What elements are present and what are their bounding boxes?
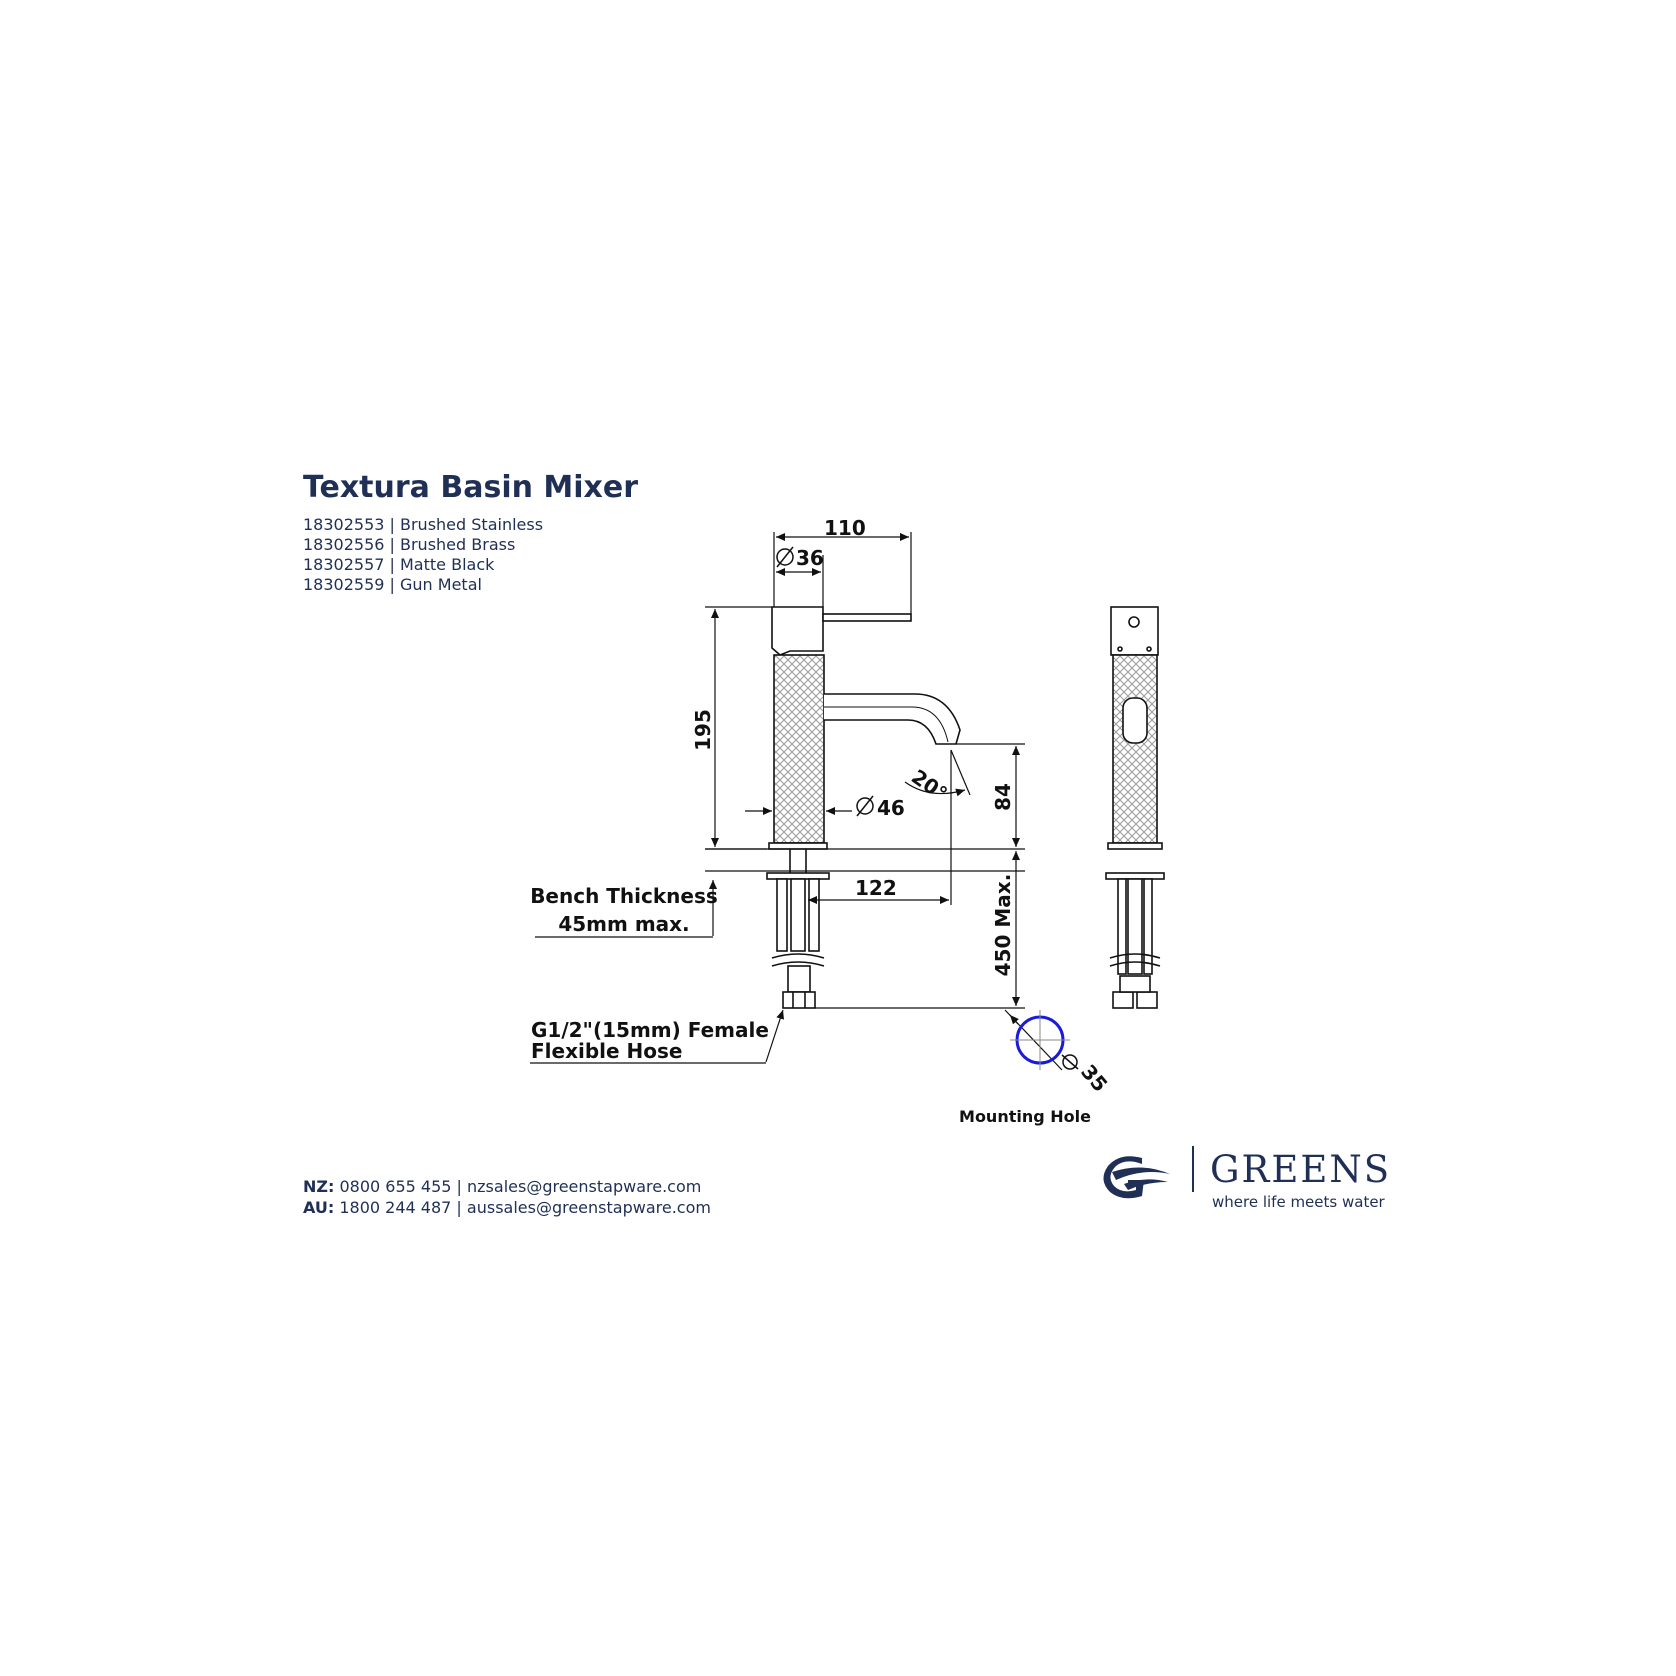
variant-item: 18302556 | Brushed Brass — [303, 535, 516, 554]
backnut — [766, 872, 830, 880]
contact-block: NZ: 0800 655 455 | nzsales@greenstapware… — [303, 1176, 711, 1218]
bench-note-line2: 45mm max. — [558, 912, 689, 936]
brand-name: GREENS — [1210, 1148, 1392, 1191]
mixer-base — [768, 842, 828, 850]
dim-46: 46 — [877, 796, 905, 820]
dim-35: 35 — [1076, 1060, 1112, 1097]
greens-logo-icon — [1103, 1156, 1170, 1199]
contact-nz: NZ: 0800 655 455 | nzsales@greenstapware… — [303, 1177, 702, 1196]
shank — [790, 878, 806, 952]
mounting-hole-symbol — [1010, 1010, 1070, 1070]
bench-note-line1: Bench Thickness — [530, 884, 718, 908]
variant-item: 18302557 | Matte Black — [303, 555, 495, 574]
handle-body — [771, 606, 824, 656]
mounting-hole-label: Mounting Hole — [959, 1107, 1091, 1126]
hose-fitting — [782, 991, 816, 1009]
dim-84: 84 — [991, 783, 1015, 811]
variant-list: 18302553 | Brushed Stainless 18302556 | … — [303, 515, 543, 595]
dim-angle: 20° — [907, 764, 952, 805]
dim-195: 195 — [691, 709, 715, 751]
brand-divider — [1192, 1146, 1194, 1192]
product-title: Textura Basin Mixer — [303, 470, 639, 505]
lever — [822, 613, 912, 622]
hose-note-line2: Flexible Hose — [531, 1039, 682, 1063]
variant-item: 18302559 | Gun Metal — [303, 575, 482, 594]
spout — [824, 693, 961, 745]
dim-110: 110 — [824, 516, 866, 540]
dim-450: 450 Max. — [991, 874, 1015, 977]
variant-item: 18302553 | Brushed Stainless — [303, 515, 544, 534]
contact-au: AU: 1800 244 487 | aussales@greenstapwar… — [303, 1198, 711, 1217]
dim-122: 122 — [855, 876, 897, 900]
dim-36: 36 — [796, 546, 824, 570]
mixer-body — [773, 654, 825, 844]
brand-tagline: where life meets water — [1212, 1193, 1385, 1211]
hose-note-line1: G1/2"(15mm) Female — [531, 1018, 769, 1042]
side-body — [1112, 654, 1158, 844]
